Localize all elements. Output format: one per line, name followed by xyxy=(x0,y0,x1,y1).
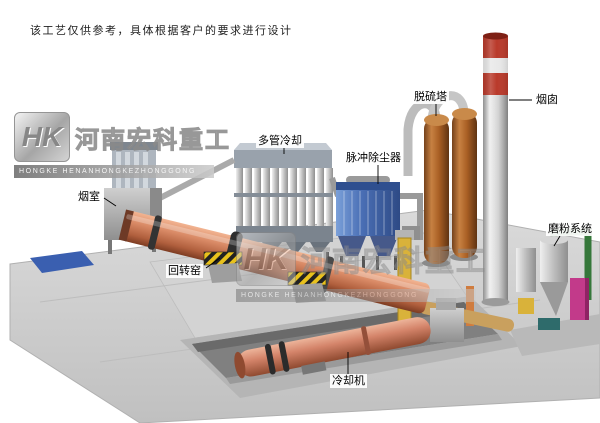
grinding-system xyxy=(510,228,600,356)
label-cooling-machine: 冷却机 xyxy=(330,374,367,388)
chimney xyxy=(481,32,510,306)
desulfurization-towers xyxy=(403,91,478,267)
label-leader-lines xyxy=(103,99,561,374)
label-desulfurization-tower: 脱硫塔 xyxy=(412,90,449,104)
blue-pad xyxy=(30,251,94,273)
cooling-machine xyxy=(234,298,464,379)
label-pulse-dust-collector: 脉冲除尘器 xyxy=(344,151,403,165)
label-multi-tube-cooler: 多管冷却 xyxy=(256,134,304,148)
label-smoke-chamber: 烟室 xyxy=(76,190,102,204)
label-chimney: 烟囱 xyxy=(534,93,560,107)
label-grinding-system: 磨粉系统 xyxy=(546,222,594,236)
label-rotary-kiln: 回转窑 xyxy=(166,264,203,278)
disclaimer-note: 该工艺仅供参考，具体根据客户的要求进行设计 xyxy=(30,25,293,37)
